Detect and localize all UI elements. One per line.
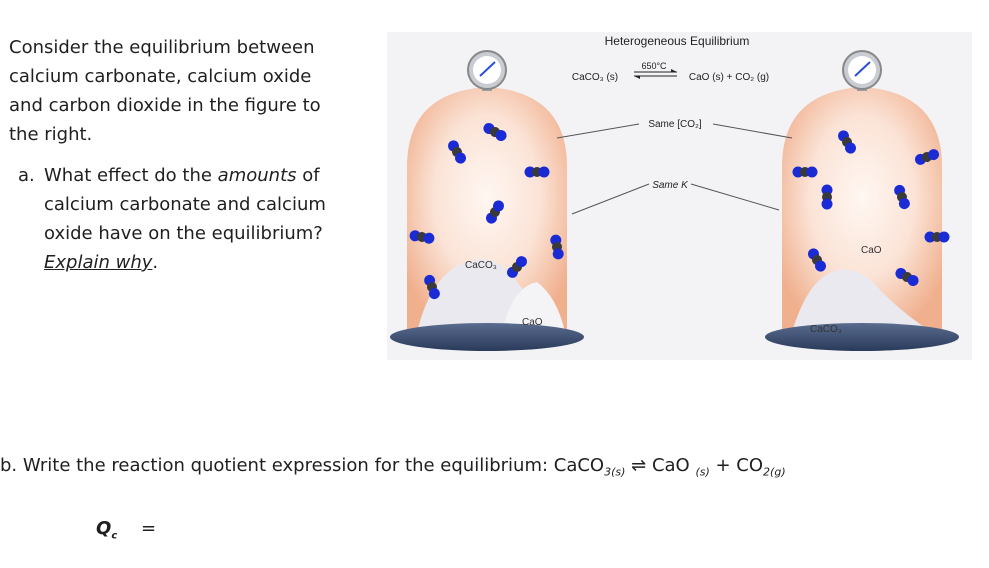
question-a-text: of: [296, 165, 320, 186]
subscript: 3(s): [604, 465, 626, 479]
period: .: [152, 252, 159, 273]
explain-why-text: Explain why: [44, 252, 153, 273]
intro-line: Consider the equilibrium between: [9, 37, 315, 58]
products-label: CaO (s) + CO₂ (g): [689, 72, 769, 83]
jar-base: [390, 323, 584, 351]
equilibrium-arrow: ⇌: [625, 455, 652, 476]
question-a-text: What effect do the: [44, 165, 218, 186]
caco3-label-right: CaCO₃: [810, 324, 842, 335]
same-k-label: Same K: [652, 180, 689, 191]
equilibrium-illustration: CaCO₃ CaO CaO CaCO₃: [390, 34, 959, 351]
qc-subscript: c: [111, 530, 118, 542]
figure-title: Heterogeneous Equilibrium: [605, 34, 750, 48]
emphasis-amounts: amounts: [217, 165, 297, 186]
equals-sign: =: [140, 518, 157, 539]
question-b-text: b. Write the reaction quotient expressio…: [0, 455, 605, 476]
caco3-label-left: CaCO₃: [465, 260, 497, 271]
question-b: b. Write the reaction quotient expressio…: [0, 455, 989, 479]
cao-text: CaO: [651, 455, 696, 476]
intro-paragraph: Consider the equilibrium between calcium…: [9, 33, 369, 149]
left-bell-jar: CaCO₃ CaO: [390, 50, 584, 351]
equilibrium-figure: CaCO₃ CaO CaO CaCO₃: [387, 32, 972, 360]
equilibrium-arrow-icon: [634, 69, 677, 79]
reaction-quotient-line: Qc =: [96, 518, 156, 542]
same-co2-label: Same [CO₂]: [648, 119, 702, 130]
temperature-label: 650°C: [641, 61, 667, 71]
intro-line: and carbon dioxide in the figure to: [9, 95, 321, 116]
question-a-letter: a.: [18, 165, 35, 186]
cao-label-left: CaO: [522, 317, 543, 328]
jar-base: [765, 323, 959, 351]
question-a: a. What effect do the amounts of calcium …: [18, 161, 378, 277]
reactant-label: CaCO₃ (s): [572, 72, 618, 83]
intro-line: calcium carbonate, calcium oxide: [9, 66, 312, 87]
plus-co2-text: + CO: [709, 455, 764, 476]
subscript: (s): [695, 465, 710, 479]
question-a-line: a. What effect do the amounts of: [18, 161, 378, 190]
intro-line: the right.: [9, 124, 93, 145]
right-bell-jar: CaO CaCO₃: [765, 50, 959, 351]
question-a-line: oxide have on the equilibrium?: [44, 223, 323, 244]
cao-label-right: CaO: [861, 245, 882, 256]
qc-symbol: Q: [96, 518, 112, 539]
question-a-line: Explain why.: [18, 248, 378, 277]
question-a-line: calcium carbonate and calcium: [44, 194, 326, 215]
subscript: 2(g): [763, 465, 786, 479]
